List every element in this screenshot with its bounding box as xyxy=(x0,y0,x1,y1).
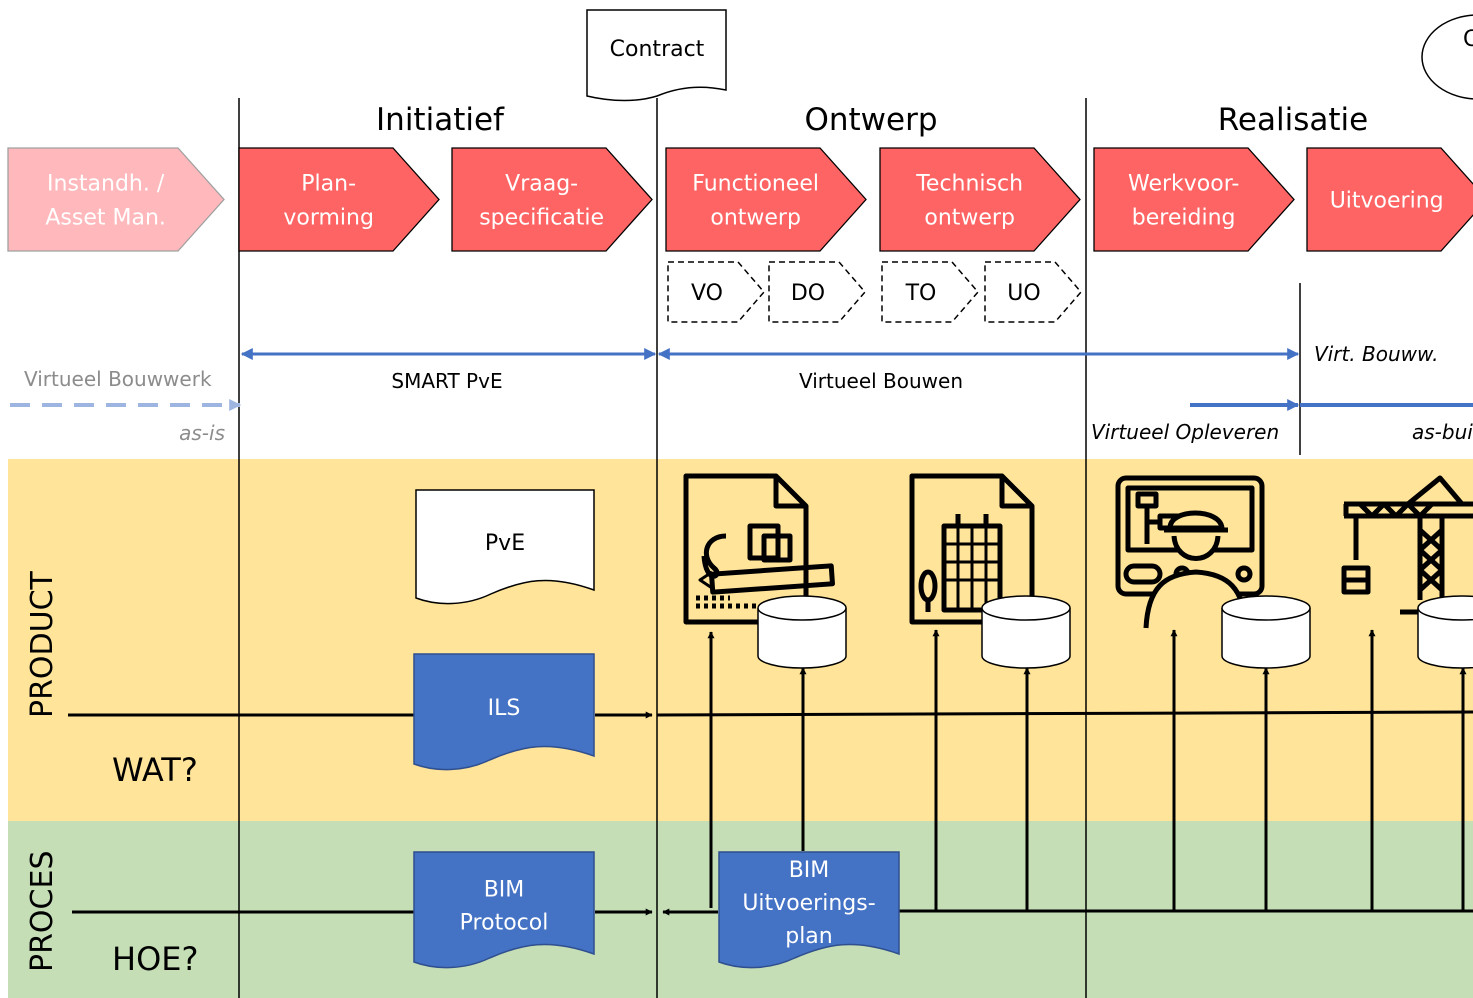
documents: PvE ILS BIM Protocol BIM Uitvoerings-plan xyxy=(413,489,900,969)
document-label: Protocol xyxy=(460,911,549,936)
process-steps: Instandh. /Asset Man.Plan-vormingVraag-s… xyxy=(7,147,1473,252)
hoe-question: HOE? xyxy=(112,940,198,978)
virtueel-bouwwerk-label: Virtueel Bouwwerk xyxy=(24,367,212,391)
design-substeps: VO DO TO UO xyxy=(667,261,1082,323)
virtueel-opleveren-label: Virtueel Opleveren xyxy=(1091,420,1279,444)
step-label: Asset Man. xyxy=(45,206,166,231)
proces-lane-label: PROCES xyxy=(25,851,60,973)
step-label: Plan- xyxy=(301,172,356,197)
phase-icons xyxy=(683,473,1473,629)
proces-flow xyxy=(72,908,1473,916)
substep-chevron: VO xyxy=(667,261,765,323)
phase-title-ontwerp: Ontwerp xyxy=(804,102,937,138)
smart-pve-label: SMART PvE xyxy=(391,369,502,393)
contract-shape: Contract xyxy=(586,9,727,102)
engineer-screen-icon xyxy=(1115,475,1265,629)
corner-ellipse-label: C xyxy=(1463,27,1473,52)
step-label: Technisch xyxy=(915,172,1023,197)
substep-chevron: TO xyxy=(881,261,979,323)
phase-title-initiatief: Initiatief xyxy=(376,102,505,138)
document-label: ILS xyxy=(488,696,521,721)
step-label: vorming xyxy=(283,206,374,231)
substep-chevron: UO xyxy=(984,261,1082,323)
substep-label: VO xyxy=(691,281,723,306)
database-icon xyxy=(1417,595,1473,669)
phase-title-realisatie: Realisatie xyxy=(1218,102,1368,138)
database-icon xyxy=(1221,595,1311,669)
step-label: Vraag- xyxy=(505,172,578,197)
building-document-icon xyxy=(909,473,1035,625)
document-label: Uitvoerings- xyxy=(742,891,875,916)
step-chevron: Plan-vorming xyxy=(238,147,440,252)
virtual-arrows xyxy=(10,348,1473,411)
step-chevron: Functioneel ontwerp xyxy=(665,147,867,252)
virt-bouww-label: Virt. Bouww. xyxy=(1314,342,1438,366)
step-chevron: Uitvoering xyxy=(1306,147,1473,252)
substep-label: DO xyxy=(791,281,825,306)
corner-ellipse: C xyxy=(1421,14,1473,100)
document-pve: PvE xyxy=(415,489,595,605)
document-ils: ILS xyxy=(413,653,595,771)
step-label: Instandh. / xyxy=(47,172,165,197)
vertical-arrows xyxy=(707,629,1467,910)
step-label: ontwerp xyxy=(710,206,801,231)
substep-label: TO xyxy=(905,281,937,306)
database-icon xyxy=(757,595,847,669)
as-built-label: as-bui xyxy=(1412,420,1473,444)
construction-crane-icon xyxy=(1341,475,1473,615)
drawing-document-icon xyxy=(683,473,835,625)
as-is-label: as-is xyxy=(179,421,225,445)
step-chevron: Instandh. / Asset Man. xyxy=(7,147,225,252)
wat-question: WAT? xyxy=(112,751,198,789)
step-label: bereiding xyxy=(1132,206,1236,231)
document-label: plan xyxy=(785,924,833,949)
step-label: specificatie xyxy=(479,206,604,231)
document-label: PvE xyxy=(485,531,525,556)
step-label: Werkvoor- xyxy=(1128,172,1239,197)
document-bim-plan: BIM Uitvoerings-plan xyxy=(718,851,900,969)
step-label: ontwerp xyxy=(924,206,1015,231)
document-label: BIM xyxy=(484,878,525,903)
contract-label: Contract xyxy=(610,37,705,62)
step-chevron: Werkvoor-bereiding xyxy=(1093,147,1295,252)
virtueel-bouwen-label: Virtueel Bouwen xyxy=(799,369,963,393)
document-label: BIM xyxy=(789,858,830,883)
substep-label: UO xyxy=(1007,281,1040,306)
step-label: Functioneel xyxy=(692,172,819,197)
document-bim-protocol: BIM Protocol xyxy=(413,851,595,969)
product-lane-label: PRODUCT xyxy=(25,570,60,718)
step-chevron: Vraag-specificatie xyxy=(451,147,653,252)
databases xyxy=(757,595,1473,669)
step-chevron: Technisch ontwerp xyxy=(879,147,1081,252)
substep-chevron: DO xyxy=(768,261,866,323)
step-label: Uitvoering xyxy=(1330,189,1444,214)
database-icon xyxy=(981,595,1071,669)
product-flow xyxy=(68,710,1473,719)
